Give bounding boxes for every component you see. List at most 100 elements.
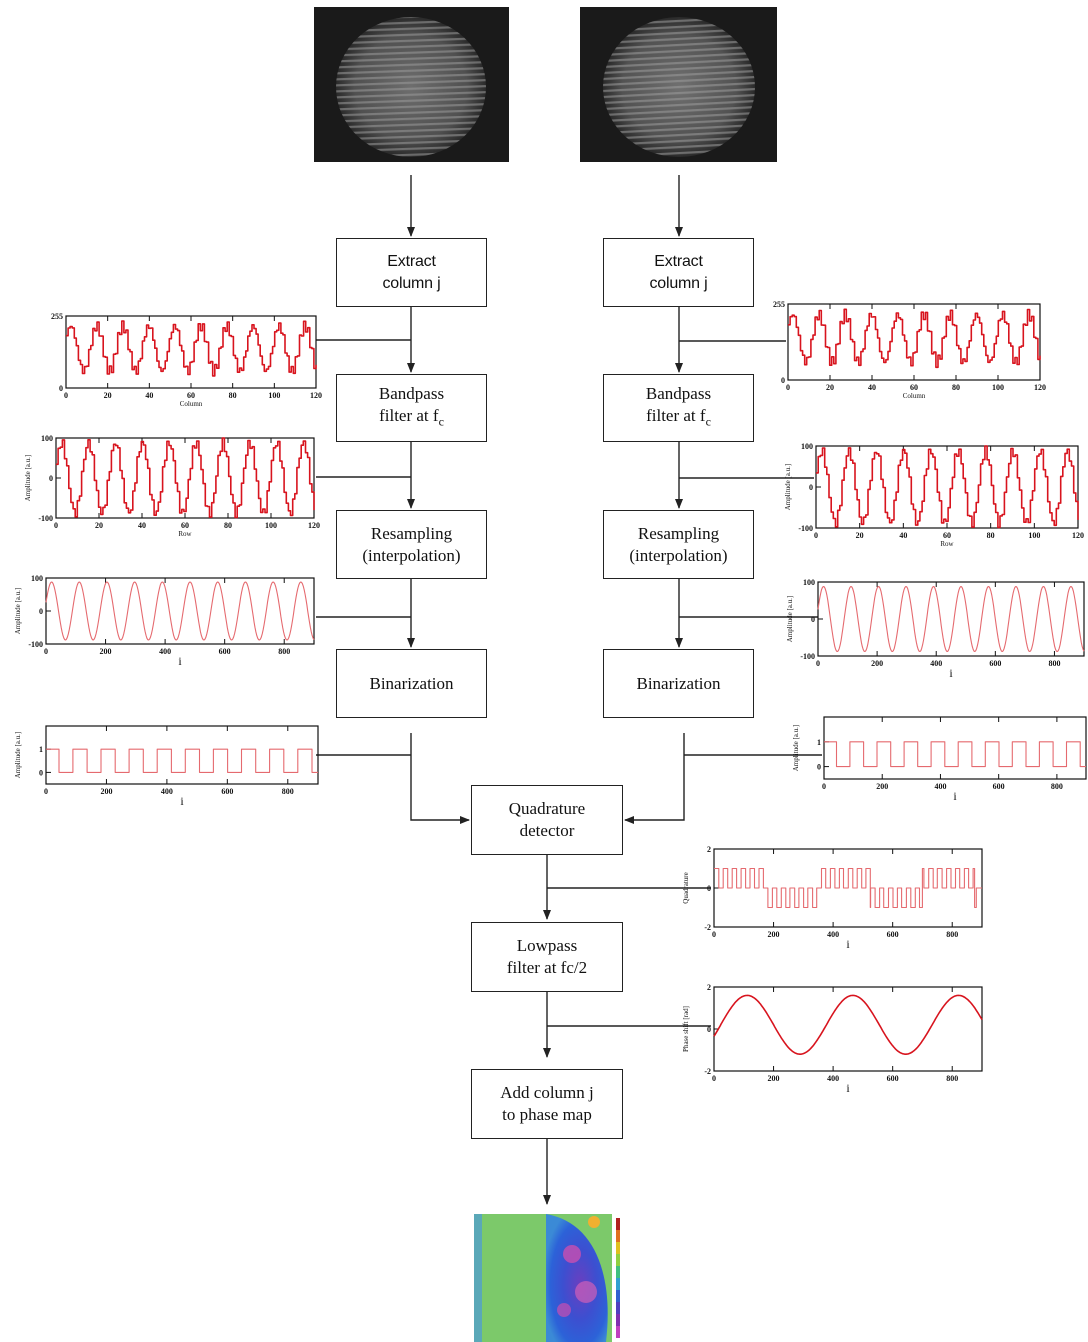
- x-tick-label: 100: [992, 383, 1004, 392]
- binarization-box-right: Binarization: [603, 649, 754, 718]
- x-tick-label: 100: [1028, 531, 1040, 540]
- x-tick-label: 0: [54, 521, 58, 530]
- y-axis-label: Amplitude [a.u.]: [786, 596, 794, 642]
- x-tick-label: 200: [100, 647, 112, 656]
- x-tick-label: 0: [712, 930, 716, 939]
- x-tick-label: 0: [64, 391, 68, 400]
- x-tick-label: 60: [181, 521, 189, 530]
- y-tick-label: -100: [38, 514, 53, 523]
- x-tick-label: 40: [868, 383, 876, 392]
- series-line: [45, 748, 319, 773]
- y-tick-label: 100: [801, 442, 813, 451]
- box-label-line: Quadrature: [508, 799, 586, 818]
- series-line: [66, 320, 317, 377]
- fringe-pattern-right: [580, 7, 777, 162]
- y-tick-label: 0: [811, 615, 815, 624]
- x-axis-label: Column: [180, 400, 203, 408]
- x-tick-label: 0: [816, 659, 820, 668]
- box-label-line: filter at fc/2: [506, 958, 588, 977]
- extract-column-box-right: Extract column j: [603, 238, 754, 307]
- x-tick-label: 0: [814, 531, 818, 540]
- x-tick-label: 60: [943, 531, 951, 540]
- series-line: [817, 585, 1085, 653]
- x-axis-label: i: [846, 937, 850, 951]
- x-tick-label: 800: [946, 930, 958, 939]
- resampling-box-right: Resampling (interpolation): [603, 510, 754, 579]
- y-tick-label: 1: [39, 745, 43, 754]
- y-axis-label: Amplitude [a.u.]: [784, 464, 792, 510]
- box-label-line: column j: [382, 274, 441, 292]
- box-label-line: filter at fc: [379, 405, 444, 432]
- y-axis-label: Amplitude [a.u.]: [24, 455, 32, 501]
- box-label-line: Extract: [387, 252, 436, 270]
- x-tick-label: 40: [145, 391, 153, 400]
- x-tick-label: 400: [934, 782, 946, 791]
- box-label-line: Bandpass: [645, 384, 712, 404]
- y-tick-label: 0: [781, 376, 785, 385]
- box-label-line: Resampling: [637, 523, 720, 543]
- box-label-subscript: c: [438, 414, 444, 429]
- series-line: [788, 308, 1041, 369]
- x-tick-label: 80: [224, 521, 232, 530]
- x-tick-label: 80: [229, 391, 237, 400]
- x-tick-label: 200: [871, 659, 883, 668]
- resampling-box-left: Resampling (interpolation): [336, 510, 487, 579]
- arrow-binarization-to-quadrature-left: [410, 733, 470, 824]
- y-tick-label: -100: [28, 640, 43, 649]
- x-tick-label: 120: [1034, 383, 1046, 392]
- box-label-line: to phase map: [502, 1105, 592, 1124]
- x-tick-label: 60: [187, 391, 195, 400]
- box-label-line: (interpolation): [362, 545, 461, 565]
- y-tick-label: 0: [39, 768, 43, 777]
- x-tick-label: 200: [768, 930, 780, 939]
- box-label-line: Bandpass: [378, 384, 445, 404]
- x-tick-label: 400: [159, 647, 171, 656]
- x-axis-label: Row: [178, 530, 192, 538]
- x-tick-label: 600: [993, 782, 1005, 791]
- plot-frame: [713, 986, 983, 1072]
- box-label-line: (interpolation): [629, 545, 728, 565]
- x-tick-label: 0: [44, 787, 48, 796]
- x-tick-label: 800: [1051, 782, 1063, 791]
- phase-map-colorbar: [616, 1218, 620, 1338]
- x-tick-label: 400: [827, 930, 839, 939]
- x-axis-label: i: [178, 654, 182, 668]
- y-axis-label: Amplitude [a.u.]: [14, 588, 22, 634]
- box-label-line: detector: [519, 821, 575, 840]
- x-tick-label: 40: [138, 521, 146, 530]
- y-tick-label: 0: [39, 607, 43, 616]
- series-line: [816, 445, 1079, 529]
- y-tick-label: 1: [817, 738, 821, 747]
- series-line: [713, 867, 983, 909]
- x-tick-label: 400: [161, 787, 173, 796]
- x-tick-label: 120: [310, 391, 322, 400]
- x-tick-label: 20: [95, 521, 103, 530]
- y-tick-label: 100: [803, 578, 815, 587]
- bandpass-filter-box-left: Bandpass filter at fc: [336, 374, 487, 442]
- binarization-box-left: Binarization: [336, 649, 487, 718]
- x-axis-label: i: [846, 1081, 850, 1095]
- x-tick-label: 120: [308, 521, 320, 530]
- box-label-line: Add column j: [500, 1083, 594, 1102]
- x-tick-label: 200: [768, 1074, 780, 1083]
- y-axis-label: Amplitude [a.u.]: [792, 725, 800, 771]
- x-tick-label: 600: [219, 647, 231, 656]
- x-tick-label: 100: [265, 521, 277, 530]
- y-axis-label: Quadrature: [682, 872, 690, 903]
- phase-map: [474, 1214, 620, 1342]
- y-tick-label: 0: [809, 483, 813, 492]
- x-tick-label: 800: [1048, 659, 1060, 668]
- series-line: [713, 994, 983, 1055]
- y-axis-label: Amplitude [a.u.]: [14, 732, 22, 778]
- y-tick-label: 100: [31, 574, 43, 583]
- y-tick-label: 0: [59, 384, 63, 393]
- x-tick-label: 0: [822, 782, 826, 791]
- x-axis-label: Row: [940, 540, 954, 548]
- x-axis-label: Column: [903, 392, 926, 400]
- series-line: [56, 437, 315, 519]
